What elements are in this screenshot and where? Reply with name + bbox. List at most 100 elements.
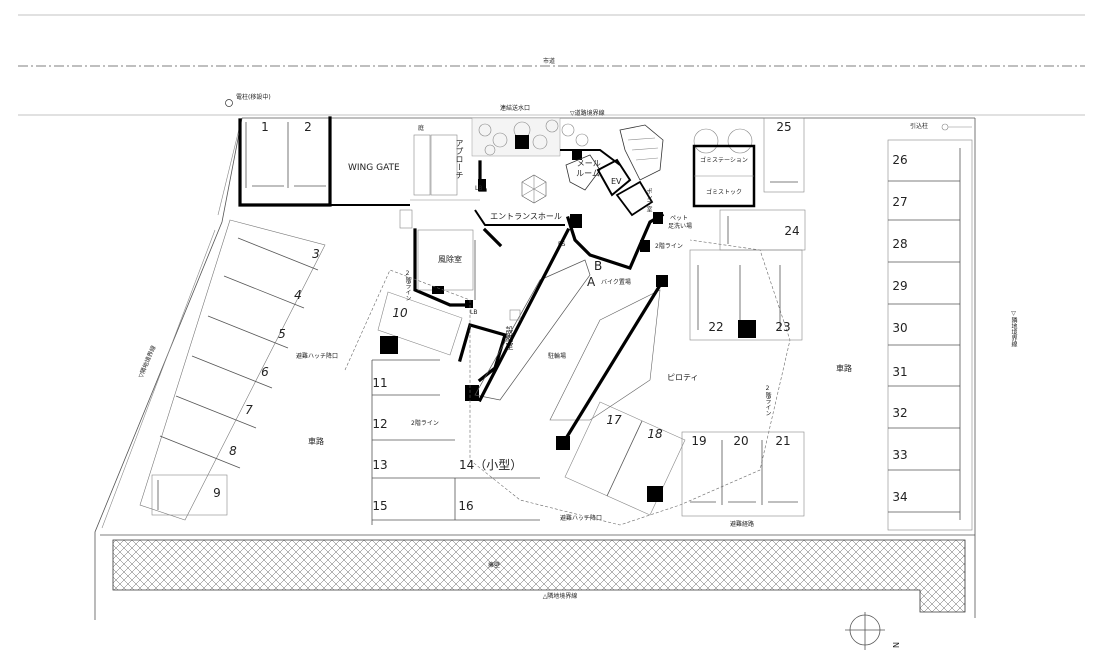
- parking-space-10: 10: [392, 306, 408, 320]
- parking-space-22: 22: [708, 320, 723, 334]
- north-label: N: [891, 642, 900, 648]
- evac-hatch-label-2: 避難ハッチ降口: [560, 514, 602, 522]
- city-road-label: 市道: [543, 57, 555, 65]
- parking-space-33: 33: [892, 448, 907, 462]
- parking-space-13: 13: [372, 458, 387, 472]
- parking-group-22-23: 22 23: [689, 249, 803, 341]
- pump-room-label: ポンプ室: [628, 188, 652, 212]
- lead-in-pole-label: 引込柱: [910, 122, 928, 130]
- parking-space-32: 32: [892, 406, 907, 420]
- driveway-label-left: 車路: [308, 436, 324, 446]
- parking-space-14: 14（小型）: [459, 458, 522, 472]
- parking-space-25-box: 25: [763, 117, 805, 193]
- parking-group-center: 11 12 13 14（小型） 15 16: [371, 359, 540, 525]
- bicycle-parking: 駐輪場 A B バイク置場: [474, 227, 631, 403]
- bicycle-parking-label: 駐輪場: [548, 352, 566, 360]
- piloti: ピロティ: [549, 275, 699, 450]
- water-inlet-label: 連結送水口: [500, 104, 530, 112]
- line-2f-left-text: 2階ライン: [380, 270, 411, 301]
- line-2f-label-top: 2階ライン: [655, 242, 683, 250]
- planting: 連結送水口 ▽道路境界線: [471, 104, 605, 157]
- mail-room-line2: ルーム: [576, 169, 600, 178]
- adjacent-boundary-right-text: ▽隣地境界線: [980, 310, 1017, 347]
- retaining-wall-label: 擁壁: [488, 561, 500, 569]
- wing-gate-label: WING GATE: [348, 163, 400, 173]
- parking-space-6: 6: [261, 365, 269, 379]
- line-2f-right-text: 2階ライン: [740, 385, 771, 416]
- parking-space-23: 23: [775, 320, 790, 334]
- parking-space-27: 27: [892, 195, 907, 209]
- garden-label: 庭: [418, 124, 424, 132]
- parking-space-31: 31: [892, 365, 907, 379]
- retaining-wall: 擁壁 △隣地境界線: [100, 534, 975, 613]
- wind-room: 風除室 LB 設備室: [417, 229, 514, 401]
- north-arrow: N: [845, 612, 900, 650]
- evac-route-label: 避難経路: [730, 520, 754, 528]
- parking-space-24-box: 24: [719, 209, 806, 251]
- pet-wash-line2: 足洗い場: [668, 222, 692, 230]
- parking-space-12: 12: [372, 417, 387, 431]
- road-boundary-label: ▽道路境界線: [570, 109, 605, 117]
- adjacent-boundary-bottom-label: △隣地境界線: [543, 592, 578, 600]
- adjacent-boundary-right-label: ▽隣地境界線: [980, 310, 1017, 347]
- lb-label-2: LB: [470, 309, 477, 316]
- parking-space-15: 15: [372, 499, 387, 513]
- parking-space-10-box: 10: [377, 291, 463, 356]
- parking-space-24: 24: [784, 224, 799, 238]
- parking-space-29: 29: [892, 279, 907, 293]
- line-2f-label-left: 2階ライン: [380, 270, 411, 301]
- parking-space-9-box: 9: [151, 474, 228, 516]
- parking-space-18: 18: [647, 427, 663, 441]
- parking-group-17-18: 17 18: [564, 401, 686, 516]
- parking-group-19-21: 19 20 21 避難経路: [681, 431, 805, 528]
- garbage-station-label: ゴミステーション: [700, 156, 748, 164]
- parking-space-34: 34: [892, 490, 907, 504]
- parking-space-20: 20: [733, 434, 748, 448]
- parking-space-8: 8: [229, 444, 237, 458]
- bike-parking-label: バイク置場: [601, 278, 631, 286]
- parking-space-19: 19: [691, 434, 706, 448]
- parking-space-2: 2: [304, 120, 312, 134]
- adjacent-boundary-left-label: ▽隣地境界線: [137, 344, 158, 379]
- line-2f-label-right: 2階ライン: [740, 385, 771, 416]
- parking-space-7: 7: [245, 403, 253, 417]
- parking-space-11: 11: [372, 376, 387, 390]
- b-label: B: [594, 259, 602, 273]
- parking-group-left-diagonal: 3 4 5 6 7 8: [139, 219, 326, 521]
- mail-room-label: メール ルーム: [576, 159, 603, 178]
- parking-space-9: 9: [213, 486, 221, 500]
- pump-room-text: ポンプ室: [628, 188, 652, 212]
- lb-label-1: LB: [475, 185, 482, 192]
- driveway-label-right: 車路: [836, 363, 852, 373]
- parking-group-right: 26 27 28 29 30 31 32 33 34: [887, 139, 973, 531]
- parking-space-16: 16: [458, 499, 473, 513]
- evac-hatch-label-1: 避難ハッチ降口: [296, 352, 338, 360]
- utility-pole-label: 電柱(移設中): [236, 93, 271, 101]
- parking-space-21: 21: [775, 434, 790, 448]
- parking-space-26: 26: [892, 153, 907, 167]
- lead-in-pole: 引込柱: [910, 122, 972, 131]
- pet-wash-label: ペット 足洗い場: [668, 215, 692, 230]
- ev-label: EV: [611, 177, 622, 186]
- parking-space-1: 1: [261, 120, 269, 134]
- adjacent-boundary-left-text: ▽隣地境界線: [137, 344, 158, 379]
- parking-space-4: 4: [294, 288, 302, 302]
- approach-area: 庭 アプローチ: [399, 124, 480, 229]
- parking-group-top-left: 1 2: [238, 116, 410, 207]
- parking-space-17: 17: [606, 413, 622, 427]
- garbage-station: ゴミステーション ゴミストック: [692, 128, 756, 208]
- parking-space-5: 5: [278, 327, 286, 341]
- wind-room-label: 風除室: [438, 254, 462, 264]
- city-road: 市道: [18, 14, 1085, 116]
- entrance-hall-label: エントランスホール: [490, 212, 562, 221]
- utility-pole: 電柱(移設中): [225, 93, 271, 107]
- entrance-building: LB エントランスホール メール ルーム EV ポンプ室 ペット 足洗い場: [413, 124, 692, 307]
- pet-wash-line1: ペット: [670, 215, 688, 222]
- line-2f-label-mid: 2階ライン: [411, 419, 439, 427]
- garbage-stock-label: ゴミストック: [706, 188, 742, 196]
- parking-space-25: 25: [776, 120, 791, 134]
- piloti-label: ピロティ: [667, 373, 699, 382]
- a-label: A: [587, 275, 596, 289]
- mail-room-line1: メール: [577, 159, 601, 168]
